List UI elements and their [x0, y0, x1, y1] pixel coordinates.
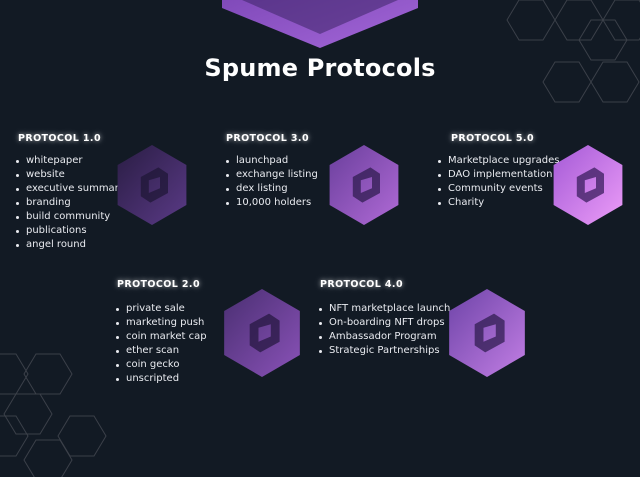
- list-item: executive summary: [16, 182, 125, 196]
- list-item: Marketplace upgrades: [438, 154, 559, 168]
- list-item: whitepaper: [16, 154, 125, 168]
- spume-logo-hex-icon: [117, 145, 187, 225]
- list-item: Community events: [438, 182, 559, 196]
- list-item: NFT marketplace launch: [319, 302, 450, 316]
- spume-logo-hex-icon: [224, 289, 300, 377]
- list-item: unscripted: [116, 372, 207, 386]
- spume-logo-hex-icon: [449, 289, 525, 377]
- list-item: coin market cap: [116, 330, 207, 344]
- list-item: branding: [16, 196, 125, 210]
- hex-grid-decoration-bottom-left: [0, 353, 107, 477]
- protocol-title: PROTOCOL 3.0: [226, 133, 309, 144]
- spume-logo-hex-icon: [329, 145, 399, 225]
- page-title: Spume Protocols: [204, 54, 436, 82]
- list-item: publications: [16, 224, 125, 238]
- list-item: DAO implementation: [438, 168, 559, 182]
- list-item: On-boarding NFT drops: [319, 316, 450, 330]
- list-item: build community: [16, 210, 125, 224]
- list-item: exchange listing: [226, 168, 318, 182]
- protocol-item-list: private sale marketing push coin market …: [116, 302, 207, 386]
- spume-logo-hex-icon: [553, 145, 623, 225]
- list-item: Ambassador Program: [319, 330, 450, 344]
- list-item: marketing push: [116, 316, 207, 330]
- list-item: Strategic Partnerships: [319, 344, 450, 358]
- header-hexagon-decoration: [222, 0, 418, 48]
- list-item: website: [16, 168, 125, 182]
- protocol-item-list: Marketplace upgrades DAO implementation …: [438, 154, 559, 210]
- protocol-item-list: launchpad exchange listing dex listing 1…: [226, 154, 318, 210]
- list-item: dex listing: [226, 182, 318, 196]
- protocol-item-list: NFT marketplace launch On-boarding NFT d…: [319, 302, 450, 358]
- list-item: angel round: [16, 238, 125, 252]
- protocol-title: PROTOCOL 5.0: [451, 133, 534, 144]
- list-item: Charity: [438, 196, 559, 210]
- protocol-title: PROTOCOL 1.0: [18, 133, 101, 144]
- protocol-title: PROTOCOL 2.0: [117, 279, 200, 290]
- list-item: private sale: [116, 302, 207, 316]
- list-item: coin gecko: [116, 358, 207, 372]
- list-item: 10,000 holders: [226, 196, 318, 210]
- list-item: launchpad: [226, 154, 318, 168]
- protocol-item-list: whitepaper website executive summary bra…: [16, 154, 125, 252]
- list-item: ether scan: [116, 344, 207, 358]
- protocol-title: PROTOCOL 4.0: [320, 279, 403, 290]
